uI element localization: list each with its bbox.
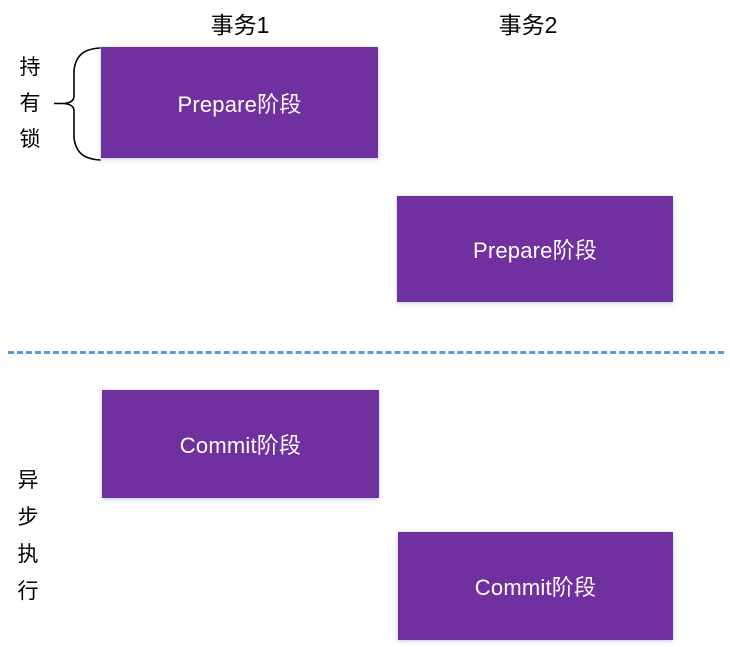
phase-box-label: Commit阶段 [179,433,302,458]
curly-brace-icon [54,47,101,161]
phase-box-label: Prepare阶段 [472,238,598,263]
lock-bracket-label: 持有锁 [19,56,41,151]
phase-box-txn1-prepare[interactable]: Prepare阶段 [101,47,378,158]
phase-box-label: Commit阶段 [474,575,597,600]
phase-divider-dashed-line [8,351,724,354]
column-header-transaction-2: 事务2 [498,12,558,38]
phase-box-txn1-commit[interactable]: Commit阶段 [102,390,379,498]
phase-box-label: Prepare阶段 [177,91,302,117]
phase-box-txn2-commit[interactable]: Commit阶段 [398,532,673,640]
column-header-transaction-1: 事务1 [210,12,270,38]
async-execution-label: 异步执行 [17,469,39,603]
phase-box-txn2-prepare[interactable]: Prepare阶段 [397,196,673,302]
lock-bracket-annotation: 持有锁 [12,46,102,162]
